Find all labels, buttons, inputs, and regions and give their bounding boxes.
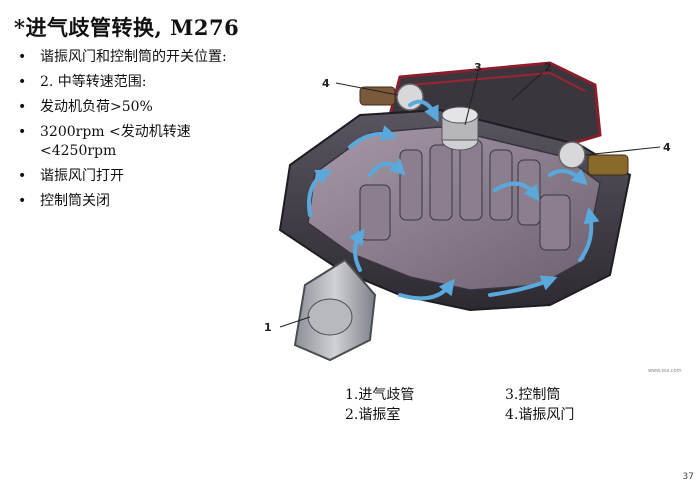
callout-1-label: 1 <box>264 321 272 334</box>
callouts <box>279 72 661 328</box>
legend-item-3: 3.控制筒 <box>505 387 561 403</box>
bullet-text: 发动机负荷>50% <box>40 99 153 115</box>
intake-manifold-illustration: 1 2 3 4 4 <box>264 61 671 362</box>
bullet-text: 2. 中等转速范围: <box>40 74 147 90</box>
bullet-dot-icon: • <box>18 168 27 184</box>
legend-item-4: 4.谐振风门 <box>505 407 575 423</box>
page-number: 37 <box>682 472 694 482</box>
callout-2-label: 2 <box>544 61 552 74</box>
slide-title: *进气歧管转换, M276 <box>14 15 240 40</box>
airflow-arrows <box>307 99 600 301</box>
bullet-text: 控制筒关闭 <box>40 193 110 209</box>
bullet-item: • 3200rpm <发动机转速<4250rpm <box>16 123 261 161</box>
callout-4-left-label: 4 <box>322 77 330 90</box>
legend-item-1: 1.进气歧管 <box>345 387 415 403</box>
bullet-dot-icon: • <box>18 124 27 140</box>
bullet-dot-icon: • <box>18 193 27 209</box>
control-drum <box>441 106 479 151</box>
bullet-item: • 谐振风门打开 <box>16 167 261 186</box>
figure-legend: 1.进气歧管 3.控制筒 2.谐振室 4.谐振风门 <box>345 385 675 425</box>
legend-item-2: 2.谐振室 <box>345 407 401 423</box>
resonance-flap-right <box>558 141 629 176</box>
bullet-item: • 2. 中等转速范围: <box>16 73 261 92</box>
bullet-dot-icon: • <box>18 49 27 65</box>
bullet-text: 谐振风门打开 <box>40 168 124 184</box>
bullet-text: 谐振风门和控制筒的开关位置: <box>40 49 227 65</box>
bullet-list: • 谐振风门和控制筒的开关位置: • 2. 中等转速范围: • 发动机负荷>50% •… <box>16 48 261 217</box>
callout-4-right-label: 4 <box>663 141 671 154</box>
bullet-item: • 谐振风门和控制筒的开关位置: <box>16 48 261 67</box>
bullet-text: 3200rpm <发动机转速<4250rpm <box>40 124 191 159</box>
bullet-dot-icon: • <box>18 74 27 90</box>
bullet-item: • 控制筒关闭 <box>16 192 261 211</box>
bullet-dot-icon: • <box>18 99 27 115</box>
bullet-item: • 发动机负荷>50% <box>16 98 261 117</box>
watermark: www.sss.com <box>648 368 682 374</box>
callout-3-label: 3 <box>474 61 482 74</box>
